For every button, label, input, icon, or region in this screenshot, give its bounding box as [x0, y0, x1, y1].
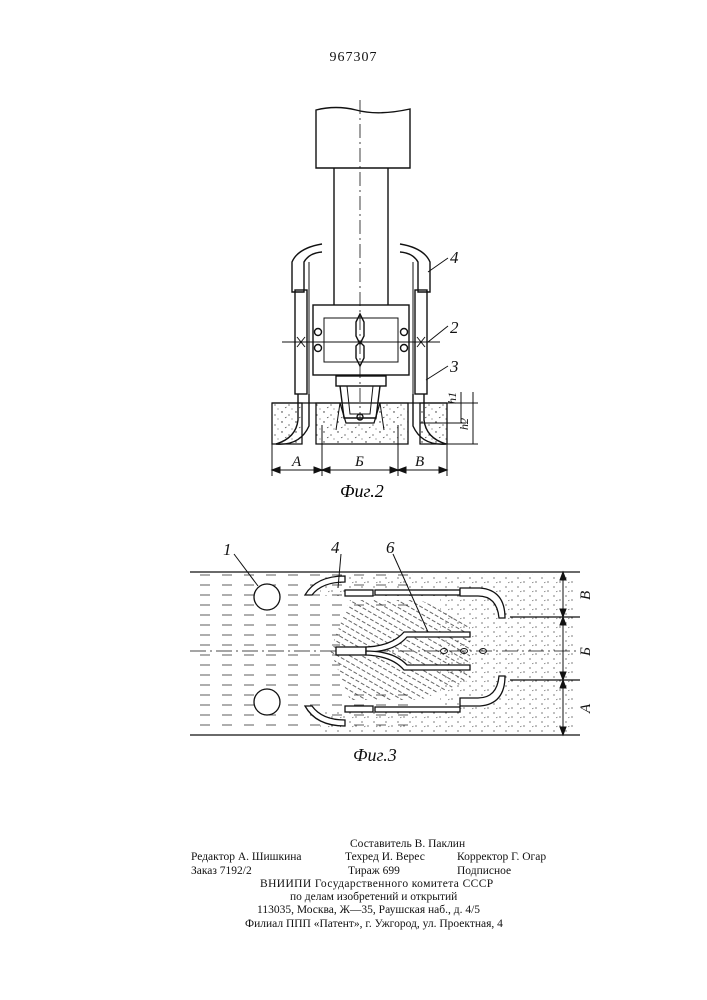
figure-3-caption: Фиг.3 [353, 745, 397, 765]
imprint-order: Заказ 7192/2 [191, 864, 252, 878]
center-nozzle [336, 647, 366, 655]
imprint-org-line1: ВНИИПИ Государственного комитета СССР [260, 877, 494, 891]
imprint-branch: Филиал ППП «Патент», г. Ужгород, ул. Про… [245, 917, 503, 931]
pile-lower [254, 689, 280, 715]
fig3-callout-1: 1 [223, 540, 232, 559]
pile-upper [254, 584, 280, 610]
fig3-zone-b: Б [578, 647, 594, 657]
imprint-corrector: Корректор Г. Огар [457, 850, 546, 864]
imprint-compiler: Составитель В. Паклин [350, 837, 465, 851]
fig3-zone-a: А [578, 703, 594, 714]
imprint-org-line2: по делам изобретений и открытий [290, 890, 457, 904]
fig3-zone-v: В [578, 591, 594, 600]
imprint-circulation: Тираж 699 [348, 864, 400, 878]
imprint-editor: Редактор А. Шишкина [191, 850, 302, 864]
fig3-callout-6: 6 [386, 538, 395, 557]
imprint-address: 113035, Москва, Ж—35, Раушская наб., д. … [257, 903, 480, 917]
fig3-callout-4: 4 [331, 538, 340, 557]
imprint-subscription: Подписное [457, 864, 511, 878]
imprint-techred: Техред И. Верес [345, 850, 425, 864]
